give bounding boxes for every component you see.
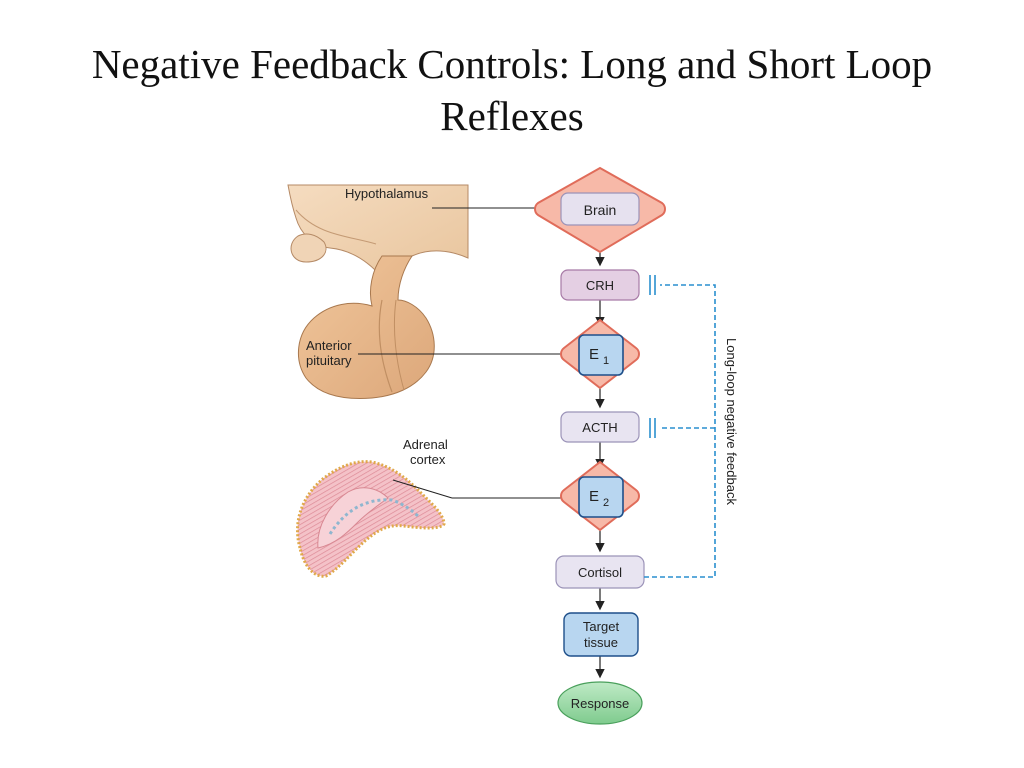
hypothalamus-illustration	[287, 184, 469, 283]
e2-subscript: 2	[603, 497, 609, 509]
long-loop-feedback	[644, 275, 716, 578]
e1-subscript: 1	[603, 355, 609, 367]
cortisol-label: Cortisol	[578, 565, 622, 580]
adrenal-cortex-illustration	[296, 460, 446, 578]
e2-node: E 2	[560, 460, 640, 532]
brain-node: Brain	[534, 166, 666, 254]
brain-label: Brain	[584, 202, 617, 218]
e1-label: E	[589, 346, 599, 363]
anterior-pituitary-label-1: Anterior	[306, 338, 352, 353]
e2-label: E	[589, 488, 599, 505]
feedback-label: Long-loop negative feedback	[724, 338, 739, 505]
acth-node: ACTH	[560, 411, 640, 443]
target-label-2: tissue	[584, 635, 618, 650]
cortisol-node: Cortisol	[555, 555, 645, 589]
target-tissue-node: Target tissue	[563, 612, 639, 657]
hypothalamus-label: Hypothalamus	[345, 186, 429, 201]
anterior-pituitary-label-2: pituitary	[306, 353, 352, 368]
slide-title: Negative Feedback Controls: Long and Sho…	[0, 38, 1024, 142]
target-label-1: Target	[583, 619, 620, 634]
crh-node: CRH	[560, 269, 640, 301]
acth-label: ACTH	[582, 420, 617, 435]
e1-node: E 1	[560, 318, 640, 390]
response-node: Response	[557, 681, 643, 725]
adrenal-leader-line-a	[392, 479, 453, 499]
anterior-pituitary-illustration	[297, 255, 435, 399]
crh-label: CRH	[586, 278, 614, 293]
feedback-line-main	[644, 284, 716, 578]
adrenal-cortex-label-2: cortex	[410, 452, 446, 467]
title-line-2: Reflexes	[440, 93, 584, 139]
response-label: Response	[571, 696, 630, 711]
adrenal-cortex-label-1: Adrenal	[403, 437, 448, 452]
title-line-1: Negative Feedback Controls: Long and Sho…	[91, 41, 933, 87]
